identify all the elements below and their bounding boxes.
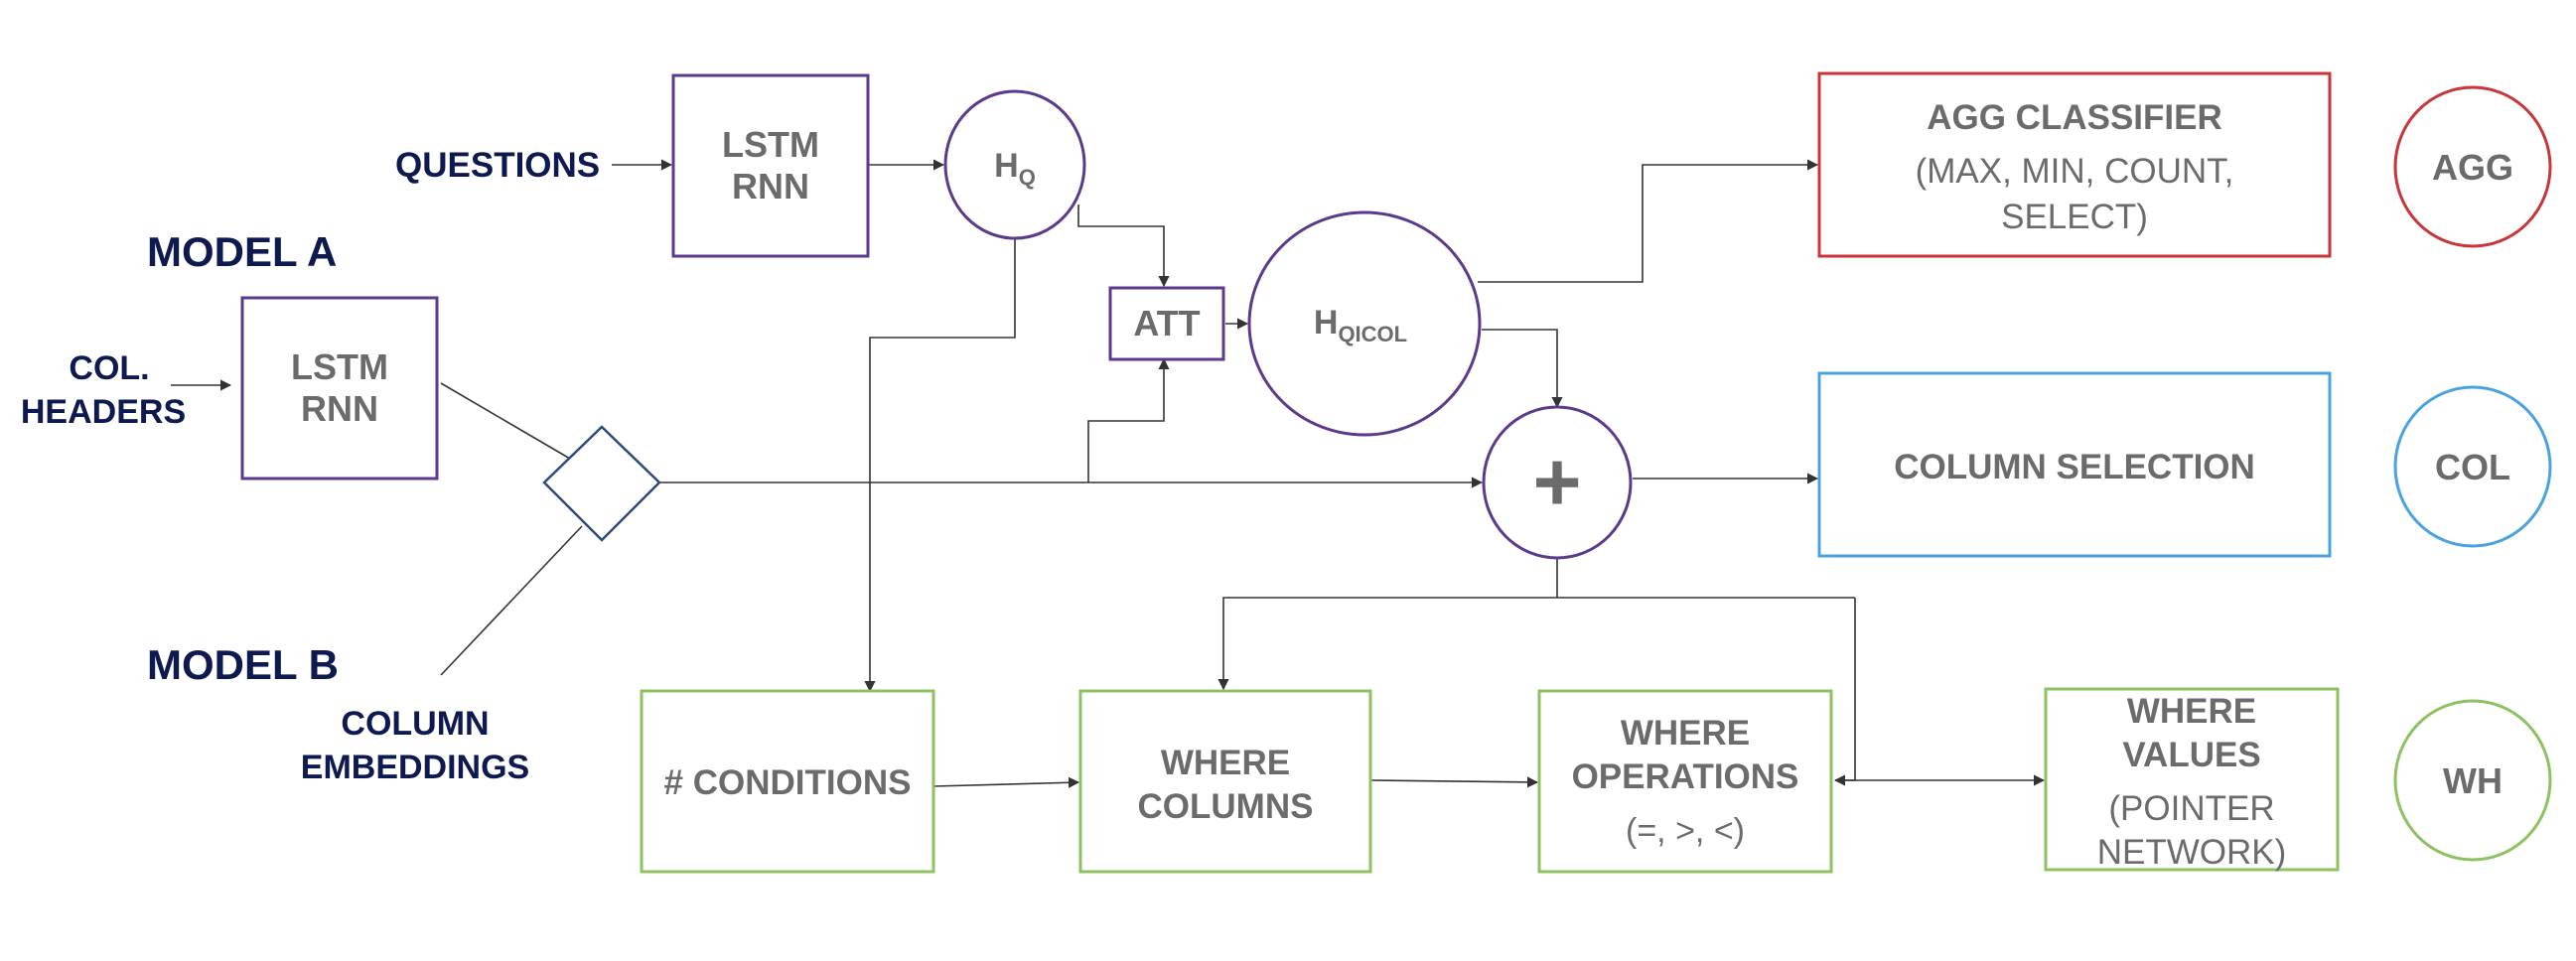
plus-node: + bbox=[1482, 405, 1633, 560]
hqicol-node: HQICOL bbox=[1247, 210, 1482, 437]
where-values-label-line1: WHERE bbox=[2127, 692, 2256, 731]
agg-classifier-sub-line1: (MAX, MIN, COUNT, bbox=[1916, 152, 2234, 191]
agg-classifier-title: AGG CLASSIFIER bbox=[1927, 98, 2222, 137]
column-selection-label: COLUMN SELECTION bbox=[1894, 448, 2255, 486]
hqicol-main: H bbox=[1314, 304, 1339, 342]
where-values-sub-line2: NETWORK) bbox=[2097, 833, 2287, 872]
arrow-hq-to-att bbox=[1077, 205, 1170, 288]
where-columns-box: WHERE COLUMNS bbox=[1078, 689, 1372, 874]
questions-label: QUESTIONS bbox=[395, 146, 600, 185]
arrow-split-to-where-columns bbox=[1217, 597, 1855, 691]
hq-main: H bbox=[994, 147, 1019, 185]
where-operations-label-line1: WHERE bbox=[1621, 714, 1750, 753]
model-b-label: MODEL B bbox=[147, 641, 339, 688]
arrow-conditions-to-where-columns bbox=[932, 776, 1080, 788]
hq-sub: Q bbox=[1019, 165, 1036, 190]
connectors bbox=[171, 159, 2046, 788]
conditions-box: # CONDITIONS bbox=[640, 689, 935, 874]
attention-box: ATT bbox=[1108, 286, 1225, 361]
column-embeddings-label-line1: COLUMN bbox=[341, 705, 489, 743]
where-operations-sub: (=, >, <) bbox=[1626, 812, 1745, 850]
where-values-box: WHERE VALUES (POINTER NETWORK) bbox=[2044, 687, 2340, 872]
lstm-question-box: LSTM RNN bbox=[671, 73, 870, 258]
line-embeddings-to-diamond bbox=[440, 525, 583, 676]
lstm-question-label-line1: LSTM bbox=[722, 124, 819, 165]
col-headers-label-line2: HEADERS bbox=[21, 393, 186, 431]
where-values-label-line2: VALUES bbox=[2122, 736, 2260, 774]
where-operations-box: WHERE OPERATIONS (=, >, <) bbox=[1537, 689, 1833, 874]
arrow-hq-to-conditions bbox=[864, 238, 1016, 693]
hqicol-sub: QICOL bbox=[1338, 322, 1407, 346]
arrow-split-to-where-ops bbox=[1833, 598, 1856, 786]
wh-output-label: WH bbox=[2443, 760, 2503, 801]
agg-output-node: AGG bbox=[2393, 85, 2552, 248]
svg-text:HQ: HQ bbox=[994, 147, 1036, 190]
plus-icon: + bbox=[1532, 435, 1581, 528]
where-values-sub-line1: (POINTER bbox=[2108, 789, 2274, 828]
col-output-node: COL bbox=[2393, 385, 2552, 548]
line-lstm-to-diamond bbox=[440, 382, 571, 460]
arrow-where-columns-to-ops bbox=[1369, 776, 1539, 788]
lstm-column-box: LSTM RNN bbox=[240, 296, 439, 480]
column-selection-box: COLUMN SELECTION bbox=[1817, 371, 2332, 558]
lstm-question-label-line2: RNN bbox=[732, 166, 809, 206]
agg-output-label: AGG bbox=[2432, 147, 2513, 188]
agg-classifier-sub-line2: SELECT) bbox=[2001, 198, 2148, 236]
lstm-column-label-line2: RNN bbox=[301, 388, 378, 429]
col-headers-label-line1: COL. bbox=[69, 349, 149, 387]
agg-classifier-box: AGG CLASSIFIER (MAX, MIN, COUNT, SELECT) bbox=[1817, 71, 2332, 258]
where-operations-label-line2: OPERATIONS bbox=[1572, 757, 1799, 796]
arrow-hqicol-to-agg bbox=[1478, 159, 1819, 283]
svg-text:HQICOL: HQICOL bbox=[1314, 304, 1407, 346]
attention-label: ATT bbox=[1133, 303, 1200, 343]
hq-node: HQ bbox=[943, 89, 1086, 240]
arrow-hqicol-to-plus bbox=[1482, 329, 1563, 409]
model-a-label: MODEL A bbox=[147, 228, 337, 275]
concat-diamond bbox=[542, 425, 661, 542]
column-embeddings-label-line2: EMBEDDINGS bbox=[301, 749, 529, 786]
where-columns-label-line1: WHERE bbox=[1161, 744, 1290, 782]
col-output-label: COL bbox=[2435, 447, 2510, 487]
wh-output-node: WH bbox=[2393, 699, 2552, 862]
where-columns-label-line2: COLUMNS bbox=[1138, 787, 1314, 826]
conditions-label: # CONDITIONS bbox=[664, 763, 912, 802]
arrow-branch-to-att bbox=[1087, 357, 1170, 482]
lstm-column-label-line1: LSTM bbox=[291, 346, 388, 387]
